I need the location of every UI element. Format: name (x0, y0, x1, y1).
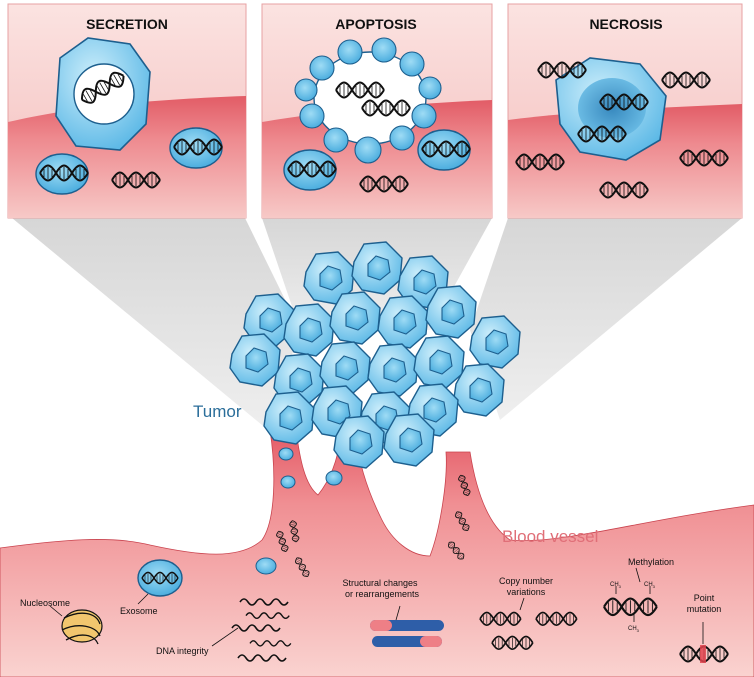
exosome (325, 470, 343, 486)
structural-label-line2: or rearrangements (345, 589, 420, 599)
exosome (278, 447, 294, 461)
dna-fragments (211, 598, 292, 662)
nucleosome-label: Nucleosome (20, 598, 70, 608)
svg-text:CH3: CH3 (644, 582, 656, 589)
methylation-dna (602, 567, 658, 622)
exosome (283, 149, 337, 191)
copy-number-label-line2: variations (507, 587, 546, 597)
structural-label-line1: Structural changes (342, 578, 418, 588)
dna-integrity-label: DNA integrity (156, 646, 209, 656)
svg-text:CH3: CH3 (610, 582, 622, 589)
apoptotic-cell (294, 37, 442, 164)
nucleosome (49, 605, 103, 645)
point-mutation-label-line2: mutation (687, 604, 722, 614)
panel-apoptosis: APOPTOSIS (261, 3, 493, 219)
methyl-groups: CH3 CH3 CH3 (610, 582, 656, 633)
tumor-label: Tumor (193, 402, 242, 421)
exosome (169, 127, 223, 169)
necrotic-cell (555, 57, 667, 161)
projection-cones (12, 218, 742, 430)
exosome-example (137, 559, 183, 605)
exosome (255, 557, 277, 575)
exosome (417, 129, 471, 171)
methylation-label: Methylation (628, 557, 674, 567)
point-mutation-label-line1: Point (694, 593, 715, 603)
chromosome-rearrangement (370, 605, 444, 647)
exosome (280, 475, 296, 489)
panel-necrosis: NECROSIS (507, 3, 743, 219)
panel-secretion: SECRETION (7, 3, 247, 219)
tumor-cluster (229, 241, 521, 469)
exosome (35, 153, 89, 195)
blood-vessel-label: Blood vessel (502, 527, 598, 546)
copy-number-label-line1: Copy number (499, 576, 553, 586)
circulating-elements (255, 447, 472, 579)
panel-title-secretion: SECRETION (86, 16, 168, 32)
panel-title-apoptosis: APOPTOSIS (335, 16, 416, 32)
copy-number-dna (479, 597, 578, 651)
panel-title-necrosis: NECROSIS (589, 16, 662, 32)
secreting-cell (55, 37, 151, 151)
point-mutation-dna (679, 622, 729, 663)
svg-text:CH3: CH3 (628, 626, 640, 633)
exosome-label: Exosome (120, 606, 158, 616)
